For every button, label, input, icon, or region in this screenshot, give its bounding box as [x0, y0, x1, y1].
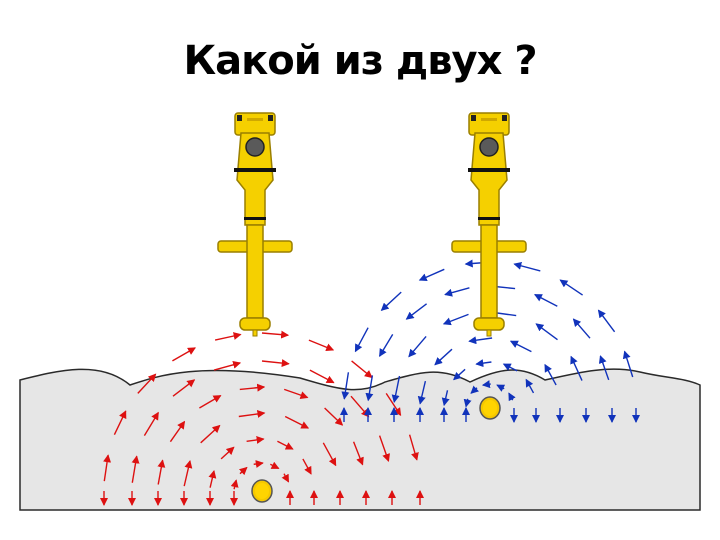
field-arrow-icon: [261, 359, 290, 368]
field-arrow-icon: [475, 359, 492, 368]
field-arrow-icon: [572, 318, 591, 339]
field-arrow-icon: [213, 360, 242, 371]
field-arrow-icon: [284, 415, 310, 429]
field-arrow-icon: [253, 460, 264, 468]
field-arrow-icon: [502, 363, 518, 372]
field-arrow-icon: [354, 327, 369, 353]
field-arrow-icon: [570, 355, 583, 381]
field-arrow-icon: [434, 348, 453, 366]
field-arrow-icon: [468, 336, 493, 345]
field-arrow-icon: [281, 473, 290, 483]
field-arrow-icon: [199, 394, 222, 409]
field-arrow-icon: [103, 454, 112, 482]
field-arrow-icon: [441, 390, 450, 407]
buried-pipe-icon: [251, 479, 273, 503]
pipe-locator-icon: [217, 112, 293, 337]
field-arrow-icon: [172, 379, 196, 397]
field-arrow-icon: [408, 434, 419, 461]
field-arrow-icon: [444, 287, 470, 297]
field-arrow-icon: [261, 330, 290, 339]
field-arrow-icon: [408, 335, 427, 358]
field-arrow-icon: [246, 435, 265, 444]
slide-title: Какой из двух ?: [183, 38, 537, 84]
field-arrow-icon: [622, 350, 634, 378]
field-arrow-icon: [380, 291, 402, 311]
field-arrow-icon: [277, 440, 294, 450]
field-arrow-icon: [309, 369, 335, 384]
field-arrow-icon: [341, 372, 350, 400]
field-arrow-icon: [597, 309, 616, 333]
field-arrow-icon: [534, 293, 558, 307]
field-arrow-icon: [513, 261, 541, 272]
field-arrow-icon: [365, 375, 374, 402]
field-arrow-icon: [113, 410, 127, 436]
buried-pipe-icon: [479, 396, 501, 420]
field-arrow-icon: [496, 384, 506, 392]
field-arrow-icon: [508, 392, 516, 402]
field-arrow-icon: [442, 313, 469, 326]
field-arrow-icon: [214, 332, 242, 341]
field-arrow-icon: [169, 420, 186, 443]
pipe-locator-icon: [451, 112, 527, 337]
field-arrow-icon: [481, 380, 491, 389]
field-arrow-icon: [200, 424, 221, 444]
field-arrow-icon: [183, 460, 193, 487]
field-arrow-icon: [470, 385, 479, 394]
field-arrow-icon: [208, 470, 217, 488]
field-arrow-icon: [302, 458, 312, 475]
field-arrow-icon: [385, 393, 402, 417]
field-arrow-icon: [269, 461, 280, 470]
field-arrow-icon: [230, 479, 239, 490]
field-arrow-icon: [220, 446, 235, 460]
field-arrow-icon: [238, 466, 248, 476]
field-arrow-icon: [324, 407, 344, 426]
magnetic-field-left: [100, 330, 424, 506]
field-arrow-icon: [535, 323, 558, 341]
field-arrow-icon: [351, 360, 373, 379]
field-arrow-icon: [131, 455, 140, 483]
field-arrow-icon: [417, 380, 427, 405]
field-arrow-icon: [544, 363, 557, 386]
field-arrow-icon: [405, 303, 428, 320]
field-arrow-icon: [308, 339, 335, 352]
field-arrow-icon: [378, 435, 390, 462]
field-arrow-icon: [509, 340, 532, 353]
field-arrow-icon: [143, 411, 159, 436]
field-arrow-icon: [137, 373, 157, 394]
magnetic-field-right: [340, 259, 640, 423]
field-arrow-icon: [559, 279, 583, 296]
field-arrow-icon: [157, 459, 166, 485]
field-arrow-icon: [172, 347, 196, 362]
field-arrow-icon: [239, 383, 266, 392]
field-arrow-icon: [352, 441, 364, 466]
field-arrow-icon: [463, 398, 472, 408]
field-arrow-icon: [379, 334, 394, 357]
field-arrow-icon: [598, 355, 610, 381]
field-arrow-icon: [391, 375, 401, 403]
field-arrow-icon: [283, 388, 309, 399]
field-arrow-icon: [418, 268, 445, 281]
field-arrow-icon: [453, 368, 466, 381]
field-arrow-icon: [322, 442, 337, 467]
ground-cross-section: [19, 368, 701, 511]
field-arrow-icon: [525, 378, 535, 394]
field-arrow-icon: [238, 409, 266, 418]
